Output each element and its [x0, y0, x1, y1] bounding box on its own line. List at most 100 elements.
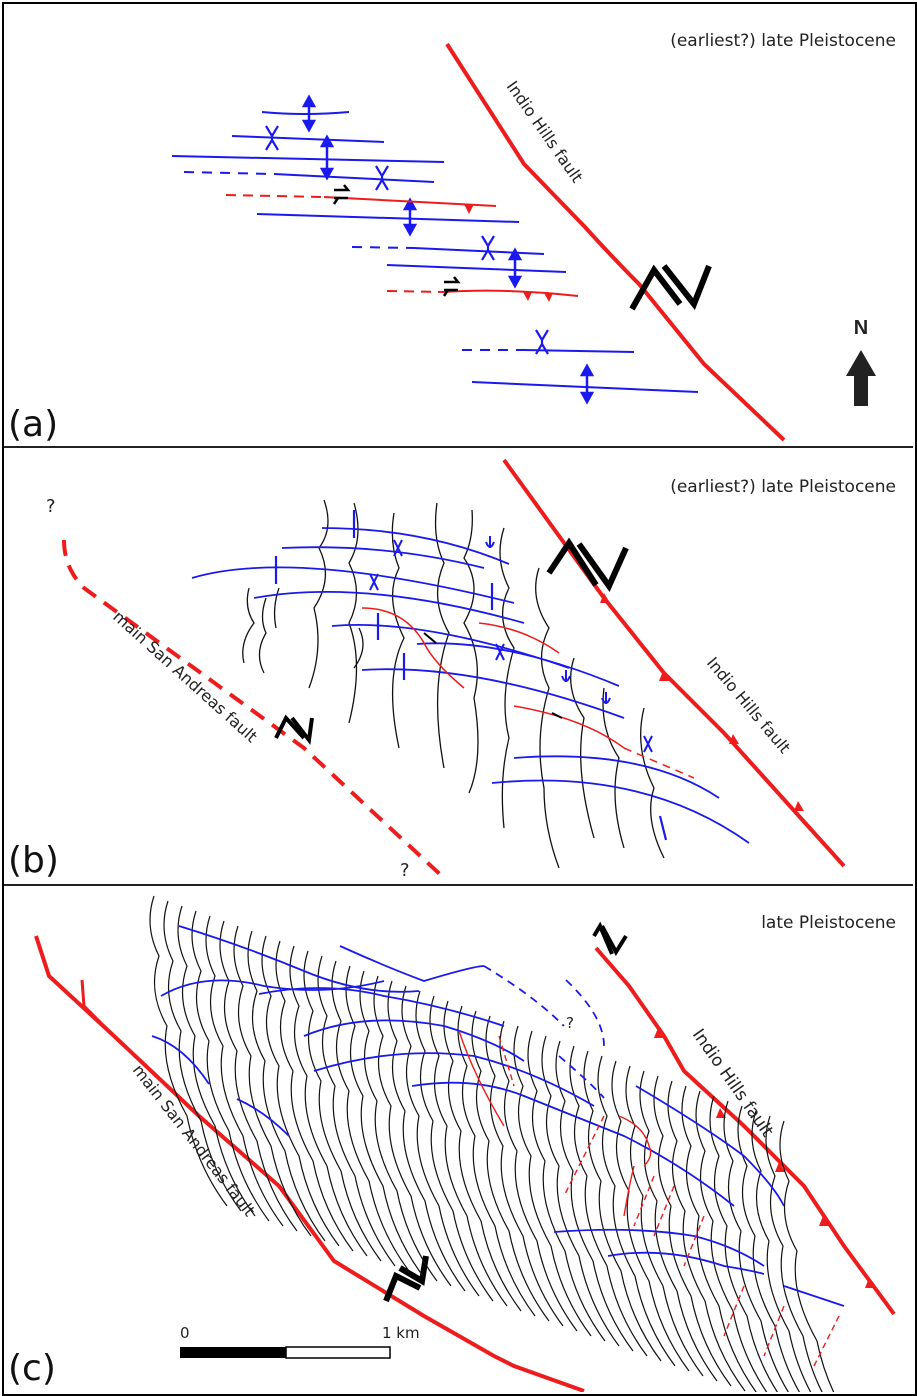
fault-name-indio-hills: Indio Hills fault — [503, 77, 587, 186]
fold-axis — [331, 624, 570, 669]
dextral-slip-symbol — [274, 714, 314, 746]
dextral-slip-symbol — [383, 1255, 429, 1303]
fold-axis — [191, 566, 515, 604]
scale-bar-black-segment — [180, 1347, 286, 1358]
bedding-trace — [317, 955, 396, 1267]
syncline-icon — [643, 735, 653, 753]
bedding-traces — [149, 895, 835, 1392]
bedding-trace — [667, 1080, 746, 1392]
bedding-trace — [485, 1015, 564, 1327]
uncertain-mark: ? — [46, 496, 56, 517]
overturned-fold-icon — [485, 536, 495, 548]
thrust-tooth-icon — [600, 593, 610, 603]
fold-axis — [313, 1052, 595, 1107]
bedding-traces — [242, 499, 665, 869]
bedding-trace — [681, 1085, 757, 1392]
secondary-fault — [623, 747, 695, 779]
bedding-trace — [611, 1060, 690, 1372]
secondary-fault — [633, 1175, 655, 1227]
bedding-trace — [765, 1115, 823, 1392]
bedding-trace — [429, 995, 508, 1307]
bedding-trace — [387, 980, 466, 1292]
bedding-trace — [191, 910, 270, 1222]
fold-axis — [416, 642, 620, 687]
uncertain-mark: ? — [400, 860, 410, 881]
anticline-symbols — [274, 510, 668, 841]
bedding-trace — [499, 1020, 578, 1332]
secondary-fault — [478, 622, 560, 654]
secondary-fault — [623, 1165, 635, 1217]
bedding-trace — [177, 905, 256, 1217]
scale-start-label: 0 — [180, 1324, 190, 1342]
fold-axis — [361, 668, 625, 719]
fold-axis — [256, 213, 520, 223]
fold-axis — [386, 264, 567, 273]
bedding-trace — [737, 1105, 801, 1392]
bedding-trace — [527, 1030, 606, 1342]
bedding-trace — [471, 1010, 550, 1322]
secondary-fault — [683, 1215, 705, 1267]
secondary-fault — [763, 1305, 785, 1357]
secondary-faults — [361, 607, 695, 779]
panel-c-map: late Pleistocene main San Andreas fault … — [8, 895, 896, 1392]
thrust-tooth-icon — [523, 292, 532, 301]
uncertain-mark: ? — [566, 1014, 574, 1032]
bedding-trace — [541, 1035, 620, 1347]
bedding-trace — [345, 965, 424, 1277]
fold-axis — [231, 135, 385, 143]
bedding-trace — [443, 1000, 522, 1312]
fold-axis — [471, 381, 699, 393]
overturned-fold-icon — [601, 692, 611, 704]
bedding-trace — [415, 990, 494, 1302]
panel-a-map: (earliest?) late Pleistocene Indio Hills… — [8, 31, 896, 445]
indio-hills-fault-trace — [445, 42, 786, 442]
fold-axis — [565, 979, 605, 1047]
anticline-icon — [301, 94, 317, 133]
fold-axis — [261, 111, 350, 115]
fold-axes — [151, 925, 845, 1307]
bedding-trace — [583, 1050, 662, 1362]
fold-axis — [171, 155, 445, 163]
thrust-tooth-icon — [544, 293, 553, 302]
panel-label: (c) — [8, 1348, 56, 1389]
fault-name-indio-hills: Indio Hills fault — [688, 1025, 777, 1141]
thrust-teeth — [654, 1028, 875, 1288]
fold-axis — [253, 590, 525, 624]
anticline-icon — [507, 247, 523, 289]
fold-axis — [491, 779, 750, 844]
thrust-faults — [225, 194, 579, 297]
panel-b-map: (earliest?) late Pleistocene main San An… — [8, 458, 896, 881]
dextral-slip-symbol — [629, 264, 712, 311]
overturned-fold-icon — [561, 670, 571, 682]
fold-axis — [411, 1081, 735, 1207]
fold-axis — [281, 546, 485, 569]
thrust-tooth-icon — [865, 1278, 875, 1288]
bedding-trace — [457, 1005, 536, 1317]
thrust-fault — [386, 290, 445, 293]
secondary-faults — [458, 1030, 840, 1367]
thrust-tooth-icon — [716, 1108, 726, 1118]
fold-axis — [635, 1085, 785, 1207]
san-andreas-fault-trace — [62, 539, 446, 880]
fault-name-san-andreas: main San Andreas fault — [129, 1061, 259, 1220]
north-label: N — [854, 317, 868, 339]
syncline-icon — [393, 539, 403, 557]
north-arrow-icon — [846, 350, 876, 406]
fold-axis — [483, 965, 565, 1027]
fold-axis — [513, 755, 720, 799]
bedding-trace — [401, 985, 480, 1297]
secondary-fault — [361, 607, 465, 689]
slip-arrow-icon — [551, 712, 563, 719]
bedding-trace — [597, 1055, 676, 1367]
slip-arrow-icon — [423, 632, 437, 644]
bedding-trace — [247, 930, 326, 1242]
bedding-trace — [751, 1110, 812, 1392]
bedding-trace — [331, 960, 410, 1272]
bedding-trace — [709, 1095, 779, 1392]
bedding-trace — [639, 1070, 718, 1382]
fault-name-indio-hills: Indio Hills fault — [703, 653, 794, 757]
fold-axis — [413, 247, 545, 255]
bedding-trace — [373, 975, 452, 1287]
fold-axis — [321, 527, 510, 565]
